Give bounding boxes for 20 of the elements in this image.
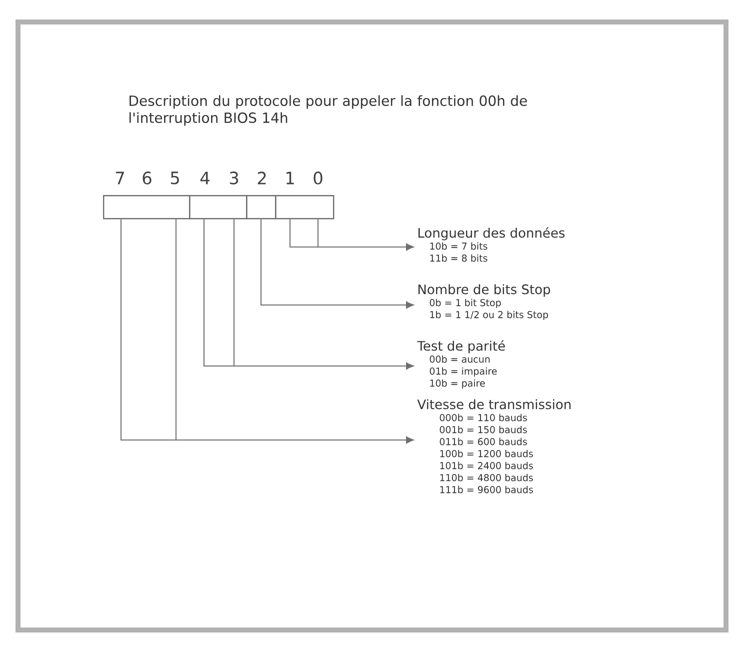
- title: Description du protocole pour appeler la fonction 00h de l'interruption BIOS 14h: [130, 95, 527, 126]
- bit-field: [275, 195, 334, 220]
- bit-number: 1: [286, 172, 294, 184]
- bit-number: 0: [314, 172, 322, 184]
- bit-number: 6: [142, 172, 152, 184]
- field-description: Nombre de bits Stop 0b = 1 bit Stop 1b = 1 1/2 ou 2 bits Stop: [418, 284, 550, 320]
- bit-number: 4: [200, 172, 210, 184]
- bit-field: [189, 195, 248, 220]
- arrow: [120, 218, 414, 444]
- bit-number: 5: [170, 172, 179, 184]
- field-description: Test de parité 00b = aucun 01b = impaire 10b = paire: [417, 340, 505, 389]
- bit-field: [246, 195, 276, 220]
- arrow: [204, 218, 414, 370]
- arrow: [260, 218, 414, 309]
- field-description: Longueur des données 10b = 7 bits 11b = 8 bits: [418, 227, 565, 262]
- bit-number: 3: [230, 172, 238, 184]
- arrow: [290, 218, 414, 251]
- bit-field: [103, 195, 190, 220]
- field-description: Vitesse de transmission 000b = 110 bauds 001b = 150 bauds 011b = 600 bauds 100b = 1200 bauds 101b = 2400 bauds 110b = 4800 bauds 111b = 9600 bauds: [417, 399, 570, 494]
- bit-number: 2: [258, 172, 266, 184]
